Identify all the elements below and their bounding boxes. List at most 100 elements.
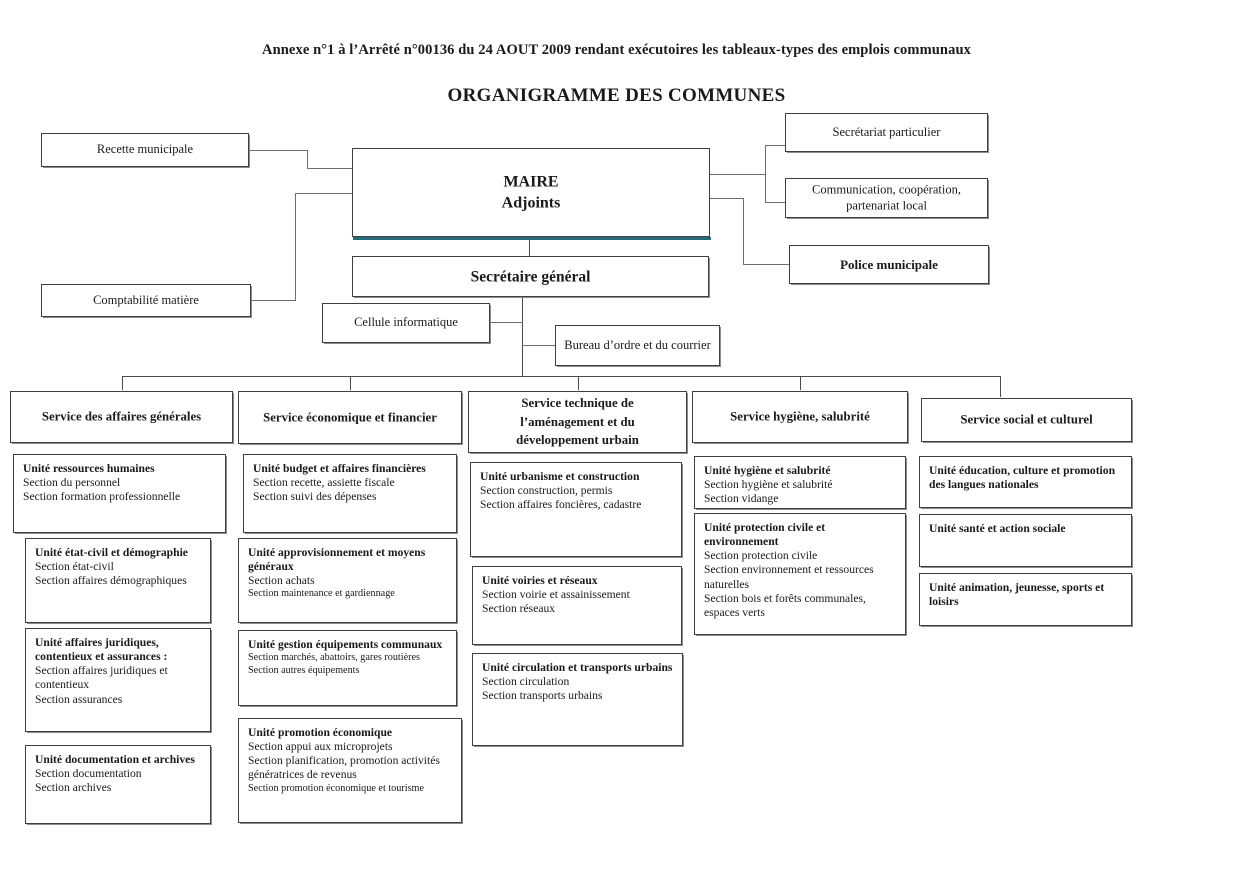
unit-section: Section maintenance et gardiennage <box>248 588 395 600</box>
unit-section: Section du personnel <box>23 476 121 490</box>
unit-section: Section affaires démographiques <box>35 574 187 588</box>
unit-etat-civil-demographie[interactable]: Unité état-civil et démographie Section … <box>25 538 211 623</box>
connector-maire-secgen <box>529 237 530 256</box>
page-title: ORGANIGRAMME DES COMMUNES <box>447 85 786 106</box>
unit-urbanisme-construction[interactable]: Unité urbanisme et construction Section … <box>470 462 682 557</box>
adjoints-label: Adjoints <box>501 194 561 212</box>
connector-police-h1 <box>710 198 744 199</box>
connector-secretariat-h <box>765 145 786 146</box>
unit-section: Section marchés, abattoirs, gares routiè… <box>248 652 420 664</box>
connector-bureau-h <box>522 345 555 346</box>
connector-maire-right-h <box>710 174 766 175</box>
unit-section: Section promotion économique et tourisme <box>248 782 424 794</box>
connector-service-drop-3 <box>578 376 579 390</box>
box-secretaire-general[interactable]: Secrétaire général <box>352 256 709 297</box>
unit-promotion-economique[interactable]: Unité promotion économique Section appui… <box>238 718 462 823</box>
box-label: Cellule informatique <box>354 315 458 330</box>
unit-title: Unité santé et action sociale <box>929 522 1066 535</box>
connector-service-drop-1 <box>122 376 123 390</box>
unit-title: Unité éducation, culture et promotion de… <box>929 464 1116 492</box>
unit-section: Section achats <box>248 574 315 588</box>
unit-section: Section archives <box>35 781 112 795</box>
unit-section: Section documentation <box>35 767 142 781</box>
box-comptabilite-matiere[interactable]: Comptabilité matière <box>41 284 251 317</box>
service-header-label: Service économique et financier <box>263 410 437 425</box>
unit-section: Section réseaux <box>482 602 556 616</box>
box-recette-municipale[interactable]: Recette municipale <box>41 133 249 167</box>
connector-police-v <box>743 198 744 265</box>
connector-service-drop-2 <box>350 376 351 390</box>
unit-section: Section circulation <box>482 675 570 689</box>
unit-education-culture-langues[interactable]: Unité éducation, culture et promotion de… <box>919 456 1132 508</box>
box-label: Secrétaire général <box>470 267 591 285</box>
service-header-economique-financier[interactable]: Service économique et financier <box>238 391 462 444</box>
unit-section: Section construction, permis <box>480 484 613 498</box>
unit-title: Unité urbanisme et construction <box>480 470 640 483</box>
unit-section: Section autres équipements <box>248 664 360 676</box>
connector-communication-h <box>765 202 786 203</box>
unit-documentation-archives[interactable]: Unité documentation et archives Section … <box>25 745 211 824</box>
box-secretariat-particulier[interactable]: Secrétariat particulier <box>785 113 988 152</box>
unit-title: Unité documentation et archives <box>35 753 195 766</box>
connector-service-drop-5 <box>1000 376 1001 397</box>
service-header-hygiene-salubrite[interactable]: Service hygiène, salubrité <box>692 391 908 443</box>
service-header-label: Service hygiène, salubrité <box>730 409 870 424</box>
box-label: Recette municipale <box>96 142 194 157</box>
box-label-group: MAIRE Adjoints <box>353 171 709 214</box>
box-bureau-ordre-courrier[interactable]: Bureau d’ordre et du courrier <box>555 325 720 366</box>
service-header-affaires-generales[interactable]: Service des affaires générales <box>10 391 233 443</box>
annex-heading: Annexe n°1 à l’Arrêté n°00136 du 24 AOUT… <box>262 42 971 58</box>
service-header-label: Service des affaires générales <box>41 409 202 424</box>
service-header-label: Service social et culturel <box>960 412 1093 427</box>
box-label: Comptabilité matière <box>93 292 199 307</box>
unit-section: Section bois et forêts communales, espac… <box>704 591 866 619</box>
service-header-technique-amenagement[interactable]: Service technique de l’aménagement et du… <box>468 391 687 453</box>
connector-service-drop-4 <box>800 376 801 390</box>
unit-animation-jeunesse-sports-loisirs[interactable]: Unité animation, jeunesse, sports et loi… <box>919 573 1132 626</box>
box-cellule-informatique[interactable]: Cellule informatique <box>322 303 490 343</box>
unit-section: Section protection civile <box>704 549 818 563</box>
unit-title: Unité animation, jeunesse, sports et loi… <box>929 581 1105 609</box>
unit-title: Unité budget et affaires financières <box>253 462 426 475</box>
unit-circulation-transports-urbains[interactable]: Unité circulation et transports urbains … <box>472 653 683 746</box>
service-header-label: Service technique de l’aménagement et du… <box>516 396 639 448</box>
unit-title: Unité hygiène et salubrité <box>704 464 831 477</box>
unit-section: Section affaires juridiques et contentie… <box>35 664 168 692</box>
unit-affaires-juridiques[interactable]: Unité affaires juridiques, contentieux e… <box>25 628 211 732</box>
unit-title: Unité état-civil et démographie <box>35 546 188 559</box>
box-label: Communication, coopération, partenariat … <box>812 182 961 212</box>
unit-voiries-reseaux[interactable]: Unité voiries et réseaux Section voirie … <box>472 566 682 645</box>
connector-police-h2 <box>743 264 789 265</box>
unit-section: Section environnement et ressources natu… <box>704 563 874 591</box>
unit-section: Section appui aux microprojets <box>248 740 393 754</box>
unit-section: Section vidange <box>704 492 779 506</box>
unit-protection-civile-environnement[interactable]: Unité protection civile et environnement… <box>694 513 906 635</box>
unit-budget-affaires-financieres[interactable]: Unité budget et affaires financières Sec… <box>243 454 457 533</box>
maire-label: MAIRE <box>503 172 559 190</box>
unit-section: Section transports urbains <box>482 689 603 703</box>
unit-title: Unité affaires juridiques, contentieux e… <box>35 636 168 664</box>
connector-comptabilite-h1 <box>251 300 296 301</box>
unit-section: Section formation professionnelle <box>23 490 181 504</box>
unit-title: Unité circulation et transports urbains <box>482 661 673 674</box>
unit-title: Unité approvisionnement et moyens généra… <box>248 546 426 574</box>
box-police-municipale[interactable]: Police municipale <box>789 245 989 284</box>
box-label: Secrétariat particulier <box>832 124 941 139</box>
unit-section: Section assurances <box>35 692 123 706</box>
unit-section: Section voirie et assainissement <box>482 588 630 602</box>
unit-approvisionnement-moyens-generaux[interactable]: Unité approvisionnement et moyens généra… <box>238 538 457 623</box>
unit-hygiene-salubrite[interactable]: Unité hygiène et salubrité Section hygiè… <box>694 456 906 509</box>
box-maire-adjoints[interactable]: MAIRE Adjoints <box>352 148 711 240</box>
box-label: Police municipale <box>840 256 938 272</box>
unit-ressources-humaines[interactable]: Unité ressources humaines Section du per… <box>13 454 226 533</box>
box-communication-cooperation[interactable]: Communication, coopération, partenariat … <box>785 178 988 218</box>
unit-gestion-equipements-communaux[interactable]: Unité gestion équipements communaux Sect… <box>238 630 457 706</box>
connector-secgen-spine <box>522 298 523 376</box>
unit-section: Section suivi des dépenses <box>253 490 377 504</box>
connector-recette-h1 <box>249 150 308 151</box>
connector-recette-h2 <box>307 168 352 169</box>
service-header-social-culturel[interactable]: Service social et culturel <box>921 398 1132 442</box>
unit-sante-action-sociale[interactable]: Unité santé et action sociale <box>919 514 1132 567</box>
unit-section: Section état-civil <box>35 560 114 574</box>
